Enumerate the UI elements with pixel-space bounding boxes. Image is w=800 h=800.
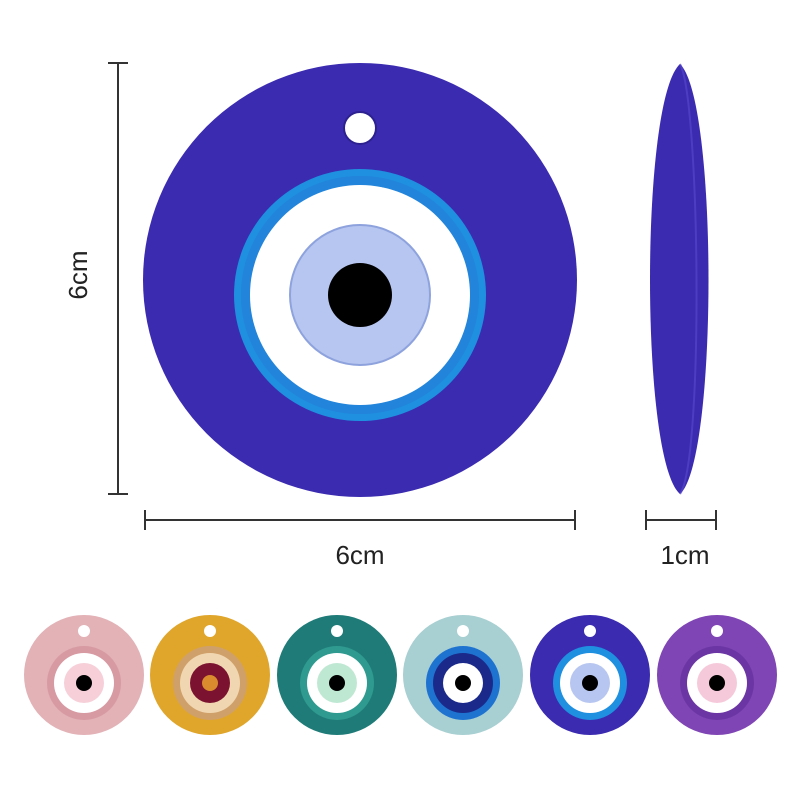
evil-eye-side-view (650, 63, 709, 495)
variant-purple (657, 615, 777, 735)
variant-royal-blue (530, 615, 650, 735)
variant-light-blue (403, 615, 523, 735)
variant-pink (24, 615, 144, 735)
color-variants-row (24, 615, 777, 735)
variant-teal (277, 615, 397, 735)
evil-eye-front-view (143, 63, 577, 497)
width-dimension-line (144, 510, 576, 530)
thickness-dimension-line (645, 510, 717, 530)
thickness-label: 1cm (660, 540, 710, 570)
width-label: 6cm (335, 540, 385, 570)
variant-mustard (150, 615, 270, 735)
height-dimension-line (108, 62, 128, 495)
height-label: 6cm (63, 250, 93, 300)
